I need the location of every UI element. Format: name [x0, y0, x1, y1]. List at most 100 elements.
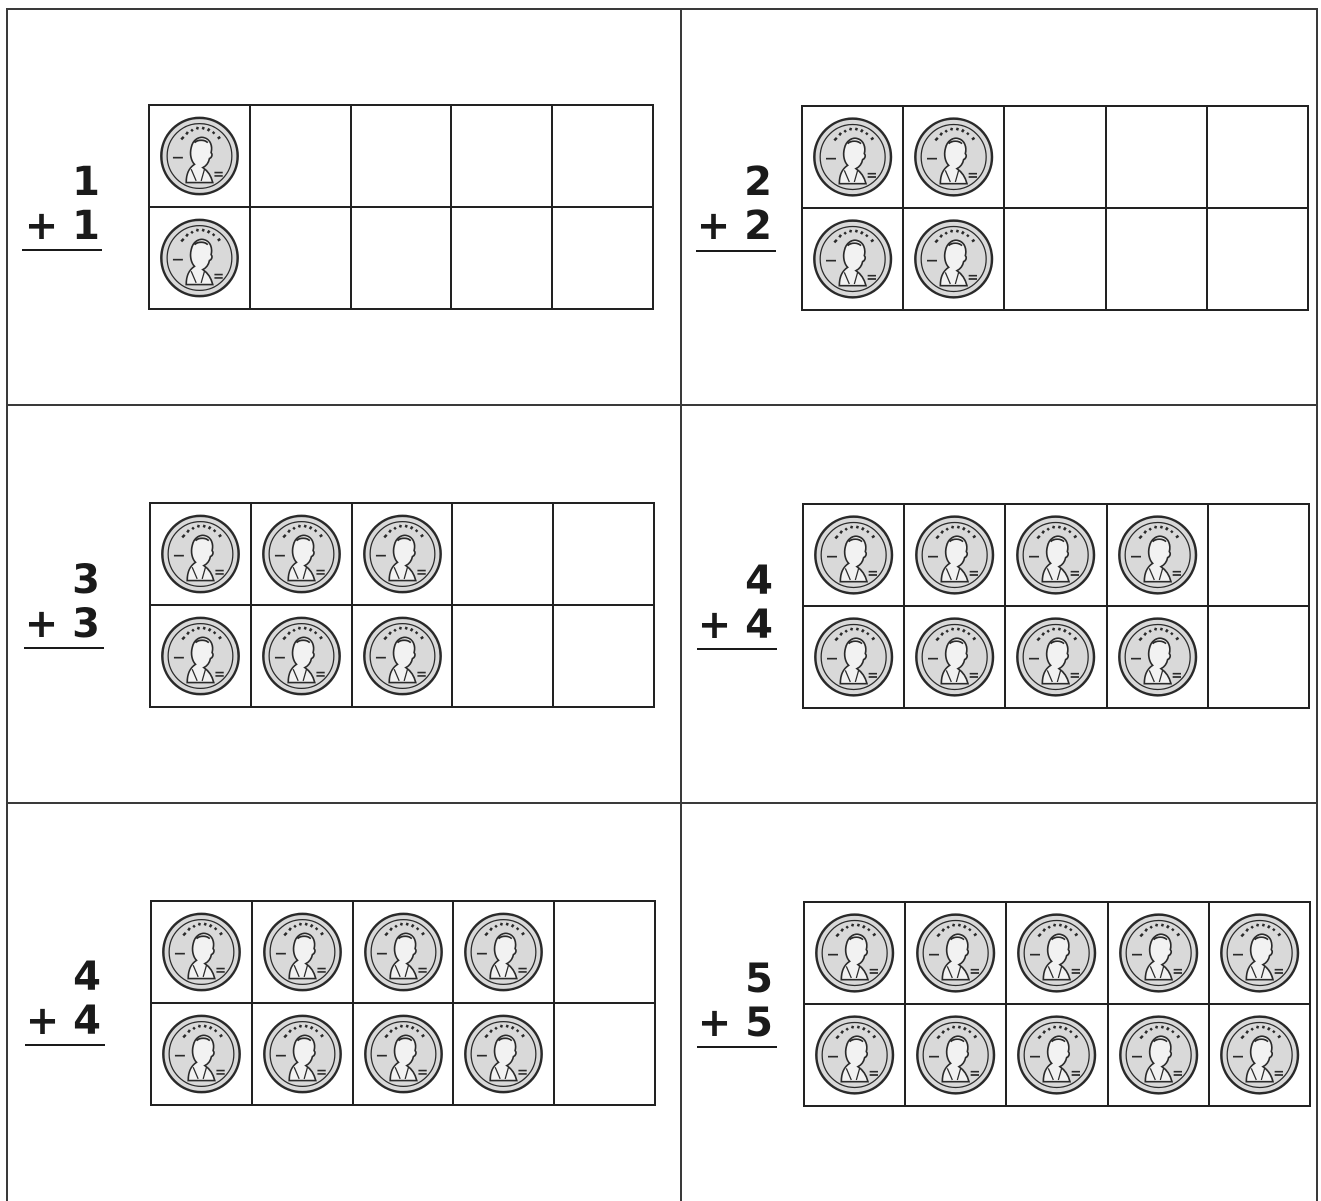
- first-addend: 5: [673, 957, 773, 1001]
- ten-frame-cell: [1004, 208, 1105, 310]
- penny-icon: [160, 910, 243, 994]
- penny-icon: [159, 614, 242, 698]
- second-addend: 5: [745, 1000, 773, 1046]
- ten-frame-cell: [1004, 106, 1105, 208]
- sum-line: [697, 1046, 777, 1048]
- ten-frame-cell: [149, 105, 250, 207]
- ten-frame-cell: [453, 901, 554, 1003]
- ten-frame: [801, 105, 1309, 311]
- penny-icon: [158, 114, 241, 198]
- ten-frame-cell: [1108, 1004, 1209, 1106]
- penny-icon: [462, 910, 545, 994]
- ten-frame-cell: [250, 105, 351, 207]
- penny-icon: [260, 512, 343, 596]
- second-addend-line: + 4: [673, 603, 773, 647]
- ten-frame-cell: [1005, 606, 1106, 708]
- ten-frame-cell: [252, 901, 353, 1003]
- ten-frame-cell: [553, 503, 654, 605]
- ten-frame-cell: [905, 1004, 1006, 1106]
- plus-sign: +: [26, 998, 60, 1044]
- ten-frame-cell: [802, 208, 903, 310]
- penny-icon: [462, 1012, 545, 1096]
- ten-frame-cell: [803, 606, 904, 708]
- penny-icon: [261, 910, 344, 994]
- ten-frame-cell: [1106, 208, 1207, 310]
- ten-frame: [150, 900, 656, 1106]
- ten-frame-cell: [351, 207, 452, 309]
- second-addend-line: + 5: [673, 1001, 773, 1045]
- ten-frame-cell: [1207, 106, 1308, 208]
- ten-frame: [803, 901, 1311, 1107]
- addition-problem: 1 + 1: [0, 160, 100, 248]
- penny-icon: [812, 513, 895, 597]
- ten-frame-cell: [353, 1003, 454, 1105]
- first-addend: 3: [0, 558, 100, 602]
- ten-frame-cell: [1209, 902, 1310, 1004]
- penny-icon: [261, 1012, 344, 1096]
- first-addend: 2: [672, 160, 772, 204]
- ten-frame-cell: [352, 503, 453, 605]
- addition-problem: 4 + 4: [1, 955, 101, 1043]
- ten-frame-cell: [149, 207, 250, 309]
- second-addend-line: + 2: [672, 204, 772, 248]
- second-addend: 2: [744, 203, 772, 249]
- ten-frame: [802, 503, 1310, 709]
- penny-icon: [1117, 1013, 1200, 1097]
- penny-icon: [159, 512, 242, 596]
- sum-line: [25, 1044, 105, 1046]
- ten-frame-cell: [451, 105, 552, 207]
- ten-frame-cell: [1006, 902, 1107, 1004]
- plus-sign: +: [25, 601, 59, 647]
- ten-frame-cell: [1208, 504, 1309, 606]
- ten-frame-cell: [452, 503, 553, 605]
- row-divider: [6, 404, 1318, 406]
- second-addend-line: + 4: [1, 999, 101, 1043]
- ten-frame-cell: [802, 106, 903, 208]
- second-addend-line: + 3: [0, 602, 100, 646]
- penny-icon: [260, 614, 343, 698]
- ten-frame-cell: [251, 605, 352, 707]
- ten-frame-cell: [903, 106, 1004, 208]
- addition-problem: 5 + 5: [673, 957, 773, 1045]
- penny-icon: [1015, 1013, 1098, 1097]
- ten-frame-cell: [250, 207, 351, 309]
- penny-icon: [362, 1012, 445, 1096]
- ten-frame-cell: [1106, 106, 1207, 208]
- ten-frame-cell: [1208, 606, 1309, 708]
- penny-icon: [812, 615, 895, 699]
- addition-problem: 3 + 3: [0, 558, 100, 646]
- penny-icon: [361, 512, 444, 596]
- penny-icon: [158, 216, 241, 300]
- penny-icon: [1218, 911, 1301, 995]
- ten-frame-cell: [1006, 1004, 1107, 1106]
- addition-problem: 2 + 2: [672, 160, 772, 248]
- addition-problem: 4 + 4: [673, 559, 773, 647]
- ten-frame-cell: [453, 1003, 554, 1105]
- sum-line: [696, 250, 776, 252]
- second-addend: 4: [73, 998, 101, 1044]
- ten-frame-cell: [452, 605, 553, 707]
- penny-icon: [1117, 911, 1200, 995]
- ten-frame-cell: [554, 901, 655, 1003]
- ten-frame-cell: [904, 504, 1005, 606]
- sum-line: [24, 647, 104, 649]
- ten-frame-cell: [151, 1003, 252, 1105]
- ten-frame-cell: [903, 208, 1004, 310]
- first-addend: 4: [673, 559, 773, 603]
- plus-sign: +: [25, 203, 59, 249]
- plus-sign: +: [697, 203, 731, 249]
- second-addend-line: + 1: [0, 204, 100, 248]
- ten-frame-cell: [352, 605, 453, 707]
- first-addend: 4: [1, 955, 101, 999]
- penny-icon: [813, 911, 896, 995]
- ten-frame-cell: [1005, 504, 1106, 606]
- ten-frame-cell: [552, 207, 653, 309]
- penny-icon: [1014, 615, 1097, 699]
- second-addend: 3: [72, 601, 100, 647]
- penny-icon: [1116, 615, 1199, 699]
- ten-frame-cell: [353, 901, 454, 1003]
- ten-frame-cell: [1209, 1004, 1310, 1106]
- ten-frame-cell: [804, 902, 905, 1004]
- penny-icon: [813, 1013, 896, 1097]
- ten-frame-cell: [351, 105, 452, 207]
